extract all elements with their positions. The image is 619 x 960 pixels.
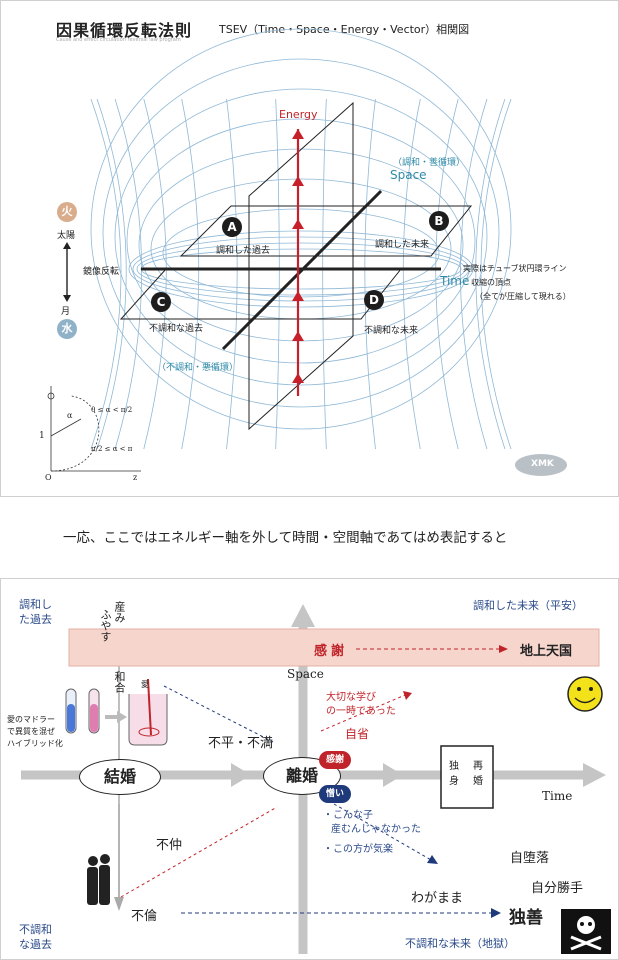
diagram-title: 因果循環反転法則 xyxy=(56,21,193,40)
couple-silhouette-icon xyxy=(87,854,110,905)
torus-grid-lines xyxy=(90,28,512,450)
skull-crossbones-icon xyxy=(561,909,611,954)
note-all-compressed: （全てが圧縮して現れる） xyxy=(475,292,571,301)
self-will-label: 自分勝手 xyxy=(531,881,584,896)
point-c-badge: C xyxy=(151,292,171,312)
hate-reasons: ・こんな子 産むんじゃなかった ・この方が気楽 xyxy=(323,810,421,855)
point-a-badge: A xyxy=(222,217,242,237)
space-axis-line xyxy=(221,189,383,351)
vertical-word-increase: ふやす xyxy=(99,609,112,642)
point-b-badge: B xyxy=(429,211,449,231)
inset-graph xyxy=(47,386,141,472)
disharmony-cycle-label: （不調和・悪循環） xyxy=(157,363,239,373)
space-axis-label: Space xyxy=(390,168,427,182)
time-axis-label-bottom: Time xyxy=(542,789,573,803)
inset-origin-label: O xyxy=(45,473,52,482)
sun-label: 太陽 xyxy=(57,231,76,241)
xmk-logo-text: XMK xyxy=(531,459,554,469)
fire-badge: 火 xyxy=(57,202,77,222)
vertical-word-harmony: 和合 xyxy=(113,671,126,693)
discontent-label: 不平・不満 xyxy=(208,736,274,751)
tsev-diagram-panel: 因果循環反転法則 Cause and effect circulation re… xyxy=(0,0,619,497)
learning-label: 大切な学びの一時であった xyxy=(326,692,396,717)
vertical-word-bear: 産み xyxy=(113,601,126,623)
band-gratitude: 感謝 xyxy=(314,644,349,659)
inset-one-label: 1 xyxy=(39,431,45,441)
discord-label: 不仲 xyxy=(156,838,183,853)
test-tubes-icon xyxy=(65,688,127,734)
single-box-left: 独身 xyxy=(449,761,459,787)
affair-label: 不倫 xyxy=(131,909,158,924)
reflection-label: 自省 xyxy=(345,727,370,741)
corner-disharmonized-future: 不調和な未来（地獄） xyxy=(405,937,515,950)
hate-pill: 憎い xyxy=(319,785,351,803)
self-righteousness-label: 独善 xyxy=(509,908,543,928)
inset-cond2: π/2 ≤ α < π xyxy=(91,445,133,453)
inset-alpha: α xyxy=(67,411,73,420)
note-tube-ring: 実際はチューブ状円環ライン xyxy=(463,264,567,273)
moon-label: 月 xyxy=(61,307,71,317)
corner-harmonized-past: 調和した過去 xyxy=(19,598,52,626)
harmony-cycle-label: （調和・善循環） xyxy=(393,158,466,168)
point-b-label: 調和した未来 xyxy=(375,240,430,250)
love-label: 愛 xyxy=(141,680,149,689)
point-a-label: 調和した過去 xyxy=(216,246,271,256)
smiley-face-icon xyxy=(567,676,603,712)
vertical-double-arrow-icon xyxy=(63,242,71,302)
water-badge: 水 xyxy=(57,319,77,339)
marriage-node: 結婚 xyxy=(79,759,161,795)
marriage-diagram-panel: 調和した過去 調和した未来（平安） 不調和な過去 不調和な未来（地獄） 感謝 地… xyxy=(0,578,619,960)
point-d-badge: D xyxy=(364,290,384,310)
energy-arrowheads xyxy=(292,129,304,383)
self-indulgence-label: 自堕落 xyxy=(510,851,550,866)
inset-z-label: z xyxy=(133,473,138,482)
band-heaven-on-earth: 地上天国 xyxy=(520,644,573,659)
space-axis-label-bottom: Space xyxy=(287,667,324,681)
diagram-caption-small: Cause and effect circulation reversal la… xyxy=(56,37,181,43)
single-box-right: 再婚 xyxy=(473,761,483,787)
selfishness-label: わがまま xyxy=(411,891,464,906)
torus-diagram xyxy=(47,28,567,476)
madder-caption: 愛のマドラーで異質を混ぜハイブリッド化 xyxy=(7,715,63,748)
middle-caption: 一応、ここではエネルギー軸を外して時間・空間軸であてはめ表記すると xyxy=(63,530,508,546)
point-d-label: 不調和な未来 xyxy=(364,326,419,336)
mirror-reversal-label: 鏡像反転 xyxy=(83,267,120,277)
xmk-logo-mark xyxy=(515,454,567,476)
diagram-subtitle: TSEV（Time・Space・Energy・Vector）相関図 xyxy=(219,23,470,36)
corner-disharmonized-past: 不調和な過去 xyxy=(19,923,52,951)
point-c-label: 不調和な過去 xyxy=(149,324,204,334)
inset-cond1: 0 ≤ α < π/2 xyxy=(91,406,133,414)
beaker-icon xyxy=(128,678,168,746)
note-contraction-apex: 収縮の頂点 xyxy=(471,278,511,287)
energy-axis-label: Energy xyxy=(279,108,318,121)
gratitude-pill: 感謝 xyxy=(319,751,351,769)
corner-harmonized-future: 調和した未来（平安） xyxy=(473,599,583,612)
time-axis-label: Time xyxy=(440,274,470,288)
